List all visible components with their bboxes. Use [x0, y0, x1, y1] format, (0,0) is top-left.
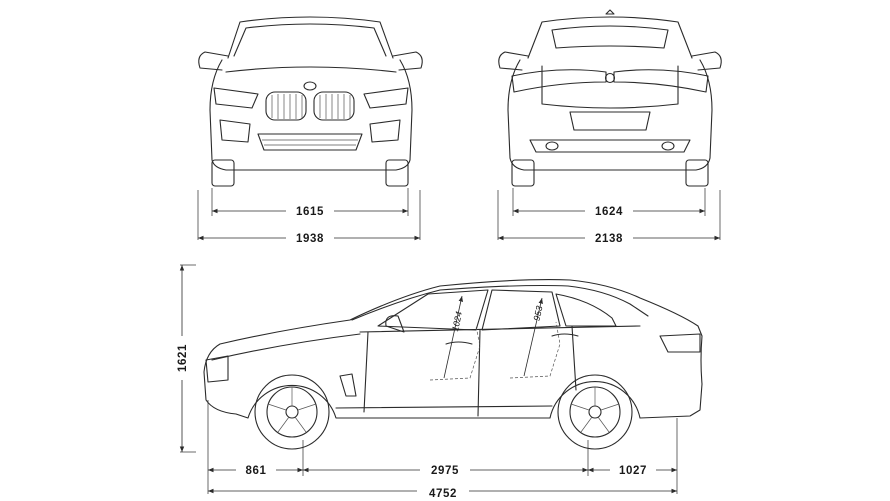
front-overhang-value: 861	[246, 465, 267, 477]
rear-overhang-dimension: 1027	[588, 463, 677, 477]
front-headroom-dimension: 1024	[443, 295, 464, 379]
front-width-value: 1938	[296, 233, 324, 245]
height-dimension: 1621	[175, 264, 196, 453]
front-track-value: 1615	[296, 206, 324, 218]
front-width-dimension: 1938	[198, 231, 420, 245]
rear-track-dimension: 1624	[513, 204, 705, 218]
front-headroom-value: 1024	[450, 311, 464, 333]
rear-headroom-dimension: 953	[523, 297, 545, 377]
length-dimension: 4752	[208, 485, 677, 500]
rear-track-value: 1624	[595, 206, 623, 218]
wheelbase-dimension: 2975	[303, 463, 588, 477]
rear-width-dimension: 2138	[498, 231, 720, 245]
wheelbase-value: 2975	[431, 465, 459, 477]
rear-view: 1624 2138	[497, 9, 722, 245]
length-value: 4752	[429, 488, 457, 500]
front-track-dimension: 1615	[212, 204, 408, 218]
side-view: 1024 953 1621 861 2975	[175, 264, 703, 500]
front-car-outline	[198, 16, 423, 187]
height-value: 1621	[177, 344, 189, 372]
rear-car-outline	[498, 9, 722, 187]
rear-headroom-value: 953	[532, 305, 545, 322]
rear-overhang-value: 1027	[619, 465, 647, 477]
front-overhang-dimension: 861	[208, 463, 303, 477]
rear-width-value: 2138	[595, 233, 623, 245]
side-car-outline	[203, 279, 703, 450]
front-view: 1615 1938	[197, 16, 423, 245]
